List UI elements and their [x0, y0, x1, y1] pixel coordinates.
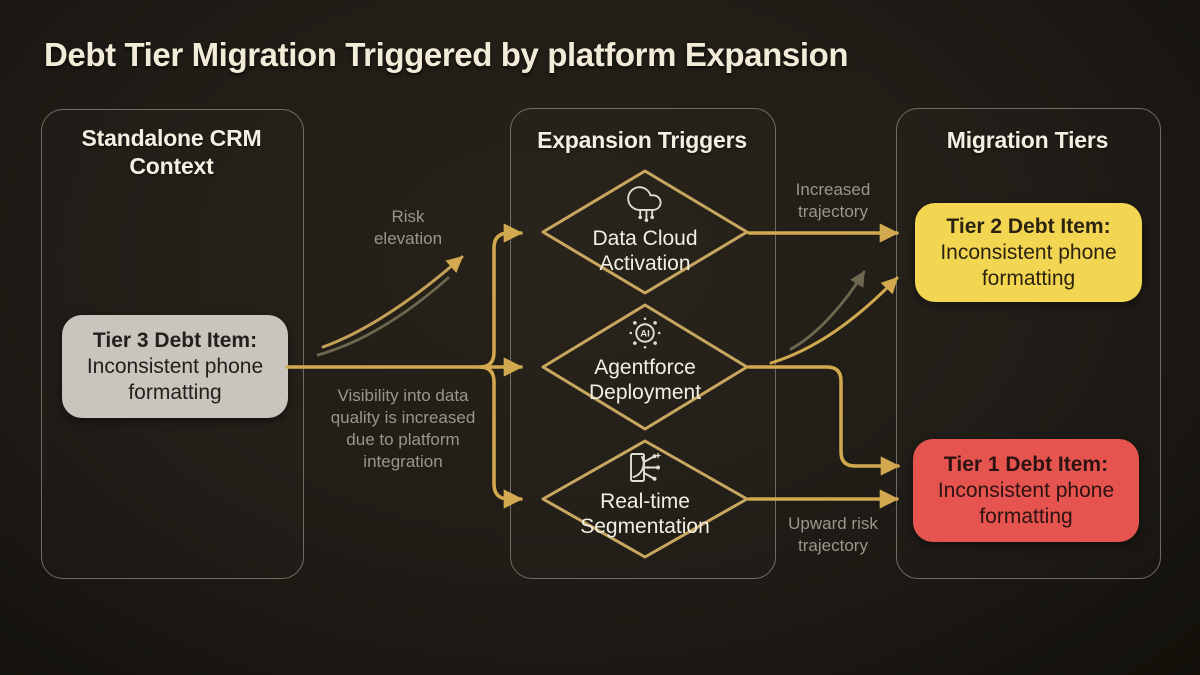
diamond-data-cloud-shape — [541, 169, 749, 295]
connector-tier3-to-data-cloud — [478, 223, 523, 369]
cloud-network-icon — [627, 186, 662, 222]
diamond-agentforce-shape — [541, 303, 749, 431]
swoosh-risk-elevation — [321, 255, 464, 349]
tier2-debt-box: Tier 2 Debt Item: Inconsistent phone for… — [915, 203, 1142, 302]
panel-standalone-crm — [41, 109, 304, 579]
connector-agentforce-to-tier1 — [747, 365, 900, 476]
debt-box-title: Tier 1 Debt Item: — [943, 452, 1109, 476]
diamond-agentforce: AI Agentforce Deployment — [545, 314, 745, 405]
diamond-label: Agentforce Deployment — [588, 356, 702, 404]
diamond-label: Data Cloud Activation — [592, 227, 698, 275]
debt-box-body: Inconsistent phone formatting — [940, 240, 1117, 290]
diagram-title: Debt Tier Migration Triggered by platfor… — [44, 36, 849, 73]
diamond-label: Real-time Segmentation — [580, 490, 710, 538]
panel-expansion-triggers — [510, 108, 776, 579]
label-visibility-note: Visibility into data quality is increase… — [330, 386, 476, 471]
panel-heading-standalone-crm: Standalone CRM Context — [81, 125, 262, 179]
realtime-segmentation-icon — [630, 452, 661, 482]
diamond-data-cloud: Data Cloud Activation — [545, 181, 745, 276]
panel-migration-tiers — [896, 108, 1161, 579]
panel-heading-expansion-triggers: Expansion Triggers — [537, 127, 747, 153]
debt-box-title: Tier 3 Debt Item: — [92, 328, 258, 352]
label-risk-elevation: Risk elevation — [373, 207, 443, 248]
panel-heading-migration-tiers: Migration Tiers — [946, 127, 1109, 153]
label-increased-trajectory: Increased trajectory — [795, 180, 871, 221]
diamond-segmentation: Real-time Segmentation — [545, 450, 745, 539]
swoosh-right-olive — [789, 270, 866, 351]
connector-tier3-to-segmentation — [478, 365, 523, 509]
debt-box-body: Inconsistent phone formatting — [86, 354, 264, 404]
debt-box-title: Tier 2 Debt Item: — [946, 214, 1111, 238]
swoosh-left-olive — [316, 276, 450, 357]
tier1-debt-box: Tier 1 Debt Item: Inconsistent phone for… — [913, 439, 1139, 542]
svg-text:AI: AI — [640, 328, 650, 339]
label-upward-risk-trajectory: Upward risk trajectory — [788, 514, 878, 555]
tier3-debt-box: Tier 3 Debt Item: Inconsistent phone for… — [62, 315, 288, 418]
curve-agentforce-to-tier2 — [769, 276, 899, 365]
debt-box-body: Inconsistent phone formatting — [937, 478, 1115, 528]
diamond-segmentation-shape — [541, 439, 749, 559]
ai-agent-icon: AI — [629, 317, 661, 349]
